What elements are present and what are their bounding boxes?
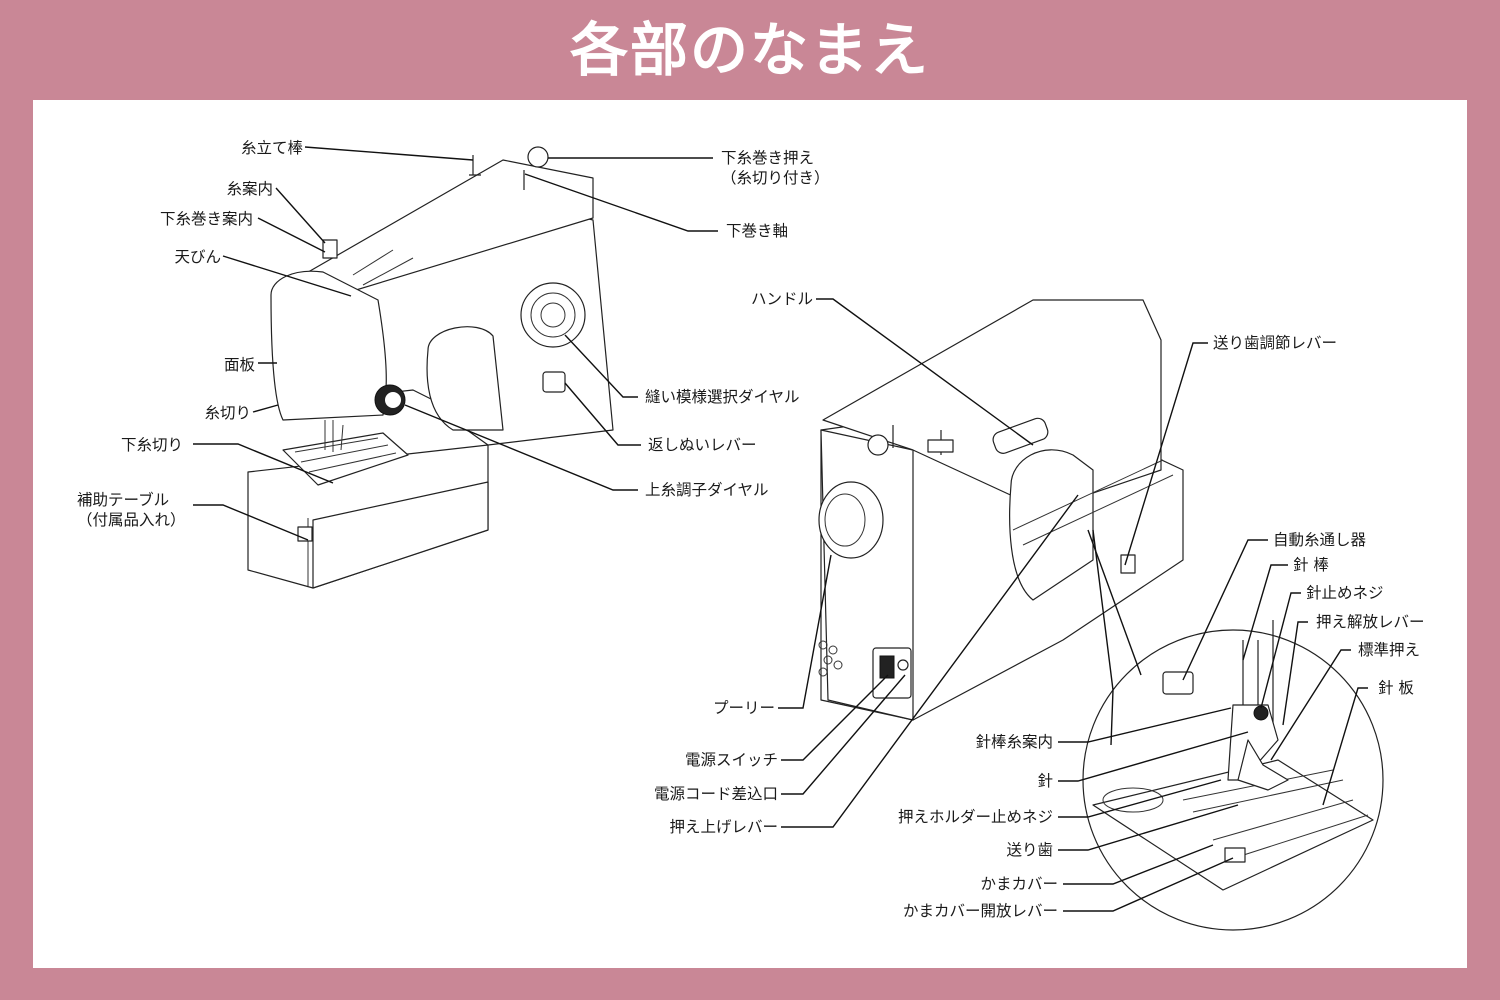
label-needle-plate: 針 板	[1378, 679, 1414, 697]
label-bobbin-cover: かまカバー	[980, 875, 1058, 893]
label-extension-table-sub: （付属品入れ）	[77, 511, 186, 529]
label-face-plate: 面板	[223, 356, 255, 374]
label-bobbin-thread-cutter: 下糸切り	[121, 436, 184, 454]
label-needle: 針	[1037, 772, 1053, 790]
machine-back-view	[818, 299, 1184, 721]
label-needle-clamp-screw: 針止めネジ	[1306, 584, 1384, 602]
page-title: 各部のなまえ	[569, 16, 930, 84]
label-extension-table-main: 補助テーブル	[77, 491, 170, 509]
label-standard-presser-foot: 標準押え	[1358, 641, 1421, 659]
label-handle: ハンドル	[750, 290, 813, 308]
label-thread-cutter: 糸切り	[204, 404, 251, 422]
label-pulley: プーリー	[712, 699, 775, 717]
label-auto-needle-threader: 自動糸通し器	[1273, 531, 1367, 549]
label-presser-holder-screw: 押えホルダー止めネジ	[897, 808, 1053, 826]
label-power-cord-inlet: 電源コード差込口	[653, 785, 778, 803]
zoom-detail	[1082, 620, 1384, 931]
label-thread-guide: 糸案内	[226, 180, 273, 198]
leader-lines	[193, 146, 1368, 912]
label-pattern-selector-dial: 縫い模様選択ダイヤル	[645, 388, 800, 406]
sewing-machine-diagram	[193, 146, 1384, 931]
label-bobbin-winder-stopper-main: 下糸巻き押え	[721, 149, 815, 167]
label-presser-foot-lever: 押え上げレバー	[669, 818, 778, 836]
label-needle-bar-thread-guide: 針棒糸案内	[975, 733, 1053, 751]
label-power-switch: 電源スイッチ	[684, 751, 778, 769]
label-bobbin-winder-stopper: 下糸巻き押え （糸切り付き）	[721, 148, 830, 188]
label-feed-dogs: 送り歯	[1006, 841, 1053, 859]
label-presser-foot-release: 押え解放レバー	[1316, 613, 1425, 631]
label-bobbin-winding-guide: 下糸巻き案内	[159, 210, 253, 228]
label-reverse-lever: 返しぬいレバー	[648, 436, 757, 454]
label-needle-bar: 針 棒	[1293, 556, 1329, 574]
label-thread-take-up: 天びん	[174, 248, 221, 266]
label-bobbin-winder-spindle: 下巻き軸	[726, 222, 789, 240]
machine-front-view	[247, 146, 614, 589]
label-bobbin-cover-release: かまカバー開放レバー	[902, 902, 1058, 920]
diagram-panel: 糸立て棒 糸案内 下糸巻き案内 天びん 面板 糸切り 下糸切り 補助テーブル （…	[33, 100, 1467, 968]
label-feed-dog-lever: 送り歯調節レバー	[1213, 334, 1338, 352]
label-bobbin-winder-stopper-sub: （糸切り付き）	[721, 169, 830, 187]
label-spool-pin: 糸立て棒	[240, 139, 303, 157]
label-upper-tension-dial: 上糸調子ダイヤル	[645, 481, 769, 499]
label-extension-table: 補助テーブル （付属品入れ）	[77, 490, 186, 530]
